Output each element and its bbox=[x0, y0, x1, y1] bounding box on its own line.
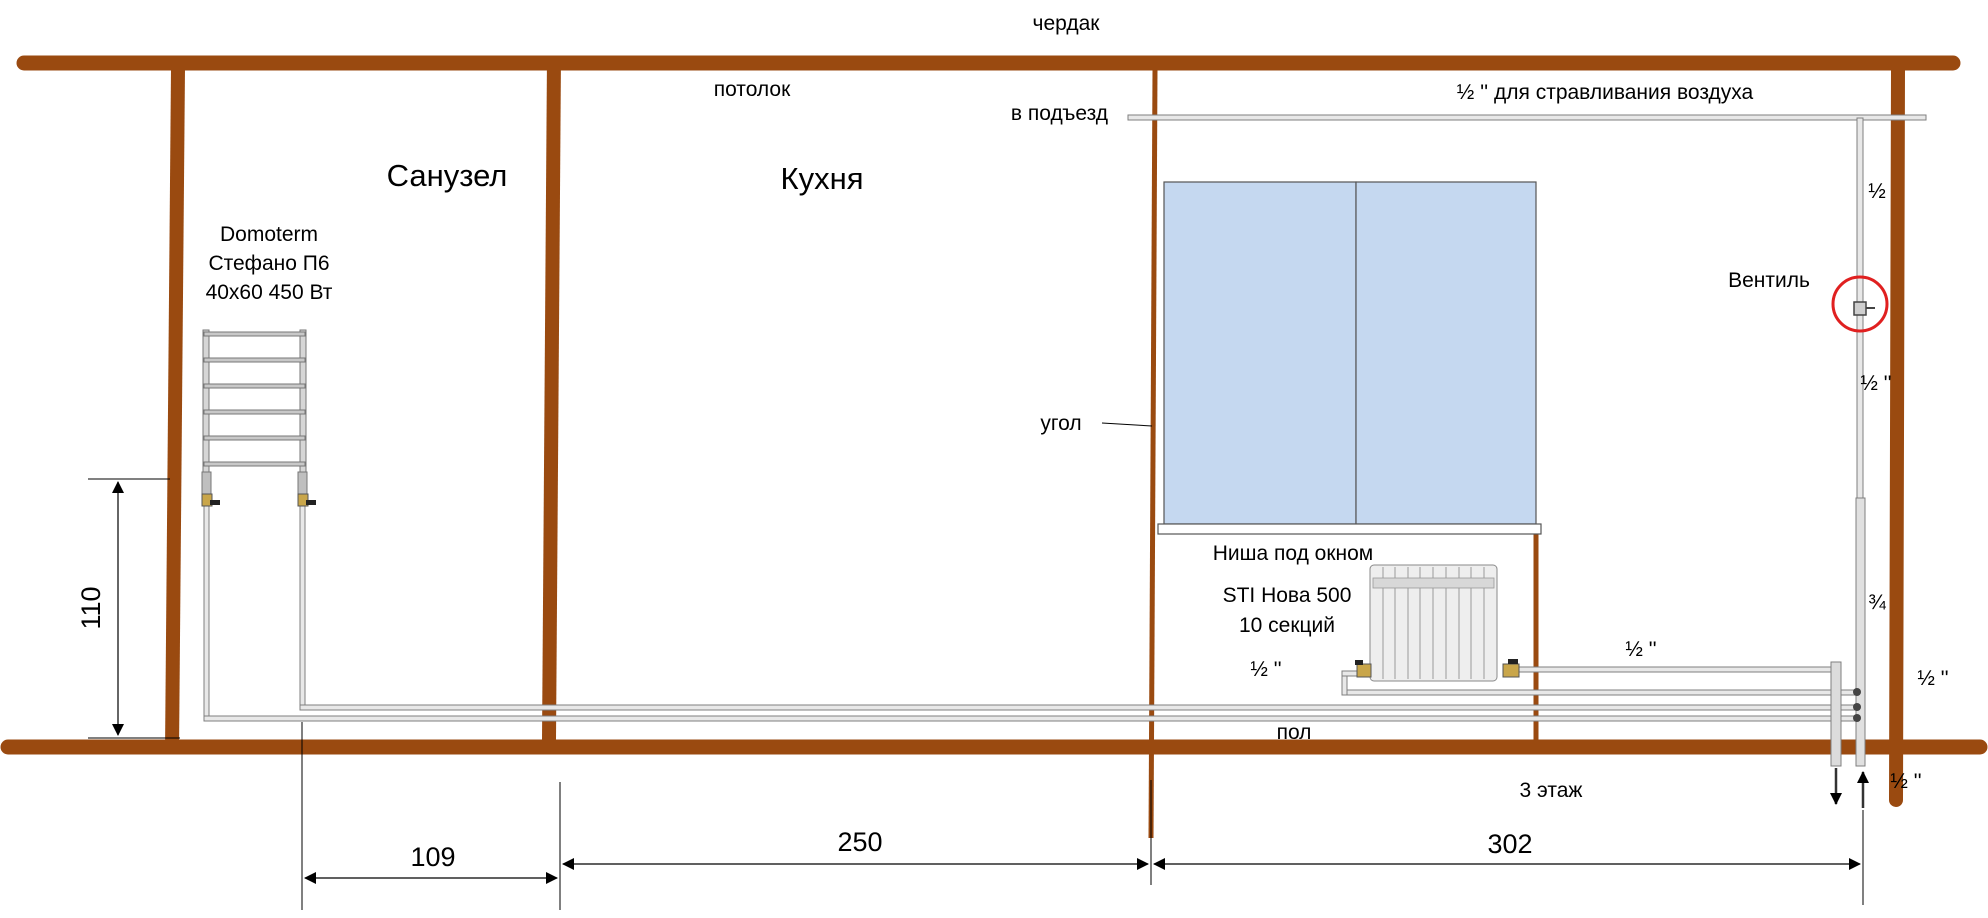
window-pane-left bbox=[1163, 181, 1357, 525]
attic-label: чердак bbox=[1033, 12, 1101, 35]
riser-top-size: ½ bbox=[1868, 180, 1886, 203]
radiator-valve-right bbox=[1502, 663, 1520, 678]
labels: чердак потолок в подъезд ½ '' для стравл… bbox=[76, 12, 1949, 872]
window bbox=[1157, 181, 1542, 535]
dim-d3-value: 302 bbox=[1487, 829, 1532, 859]
radiator-right-pipe-size: ½ '' bbox=[1625, 638, 1656, 661]
valve-label: Вентиль bbox=[1728, 269, 1810, 292]
bathroom-title: Санузел bbox=[387, 158, 508, 193]
right-wall bbox=[1889, 61, 1905, 807]
dim-height-value: 110 bbox=[76, 586, 106, 629]
kitchen-corner-wall bbox=[1148, 69, 1158, 839]
dimensions bbox=[88, 478, 1864, 910]
floor-label: пол bbox=[1277, 721, 1312, 744]
air-release-pipe bbox=[1127, 114, 1927, 121]
ceiling-label: потолок bbox=[714, 78, 791, 101]
window-sill bbox=[1157, 523, 1542, 535]
radiator-left-pipe-size: ½ '' bbox=[1250, 658, 1281, 681]
bottom-right-size: ½ '' bbox=[1890, 770, 1921, 793]
radiator-return-pipe bbox=[1341, 689, 1859, 696]
left-wall bbox=[165, 67, 185, 753]
radiator-supply-pipe bbox=[1517, 666, 1837, 673]
towel-rail-spec: 40х60 450 Вт bbox=[206, 281, 333, 304]
dim-d1-value: 109 bbox=[410, 842, 455, 872]
bath-kitchen-wall bbox=[542, 55, 561, 741]
window-pane-right bbox=[1355, 181, 1537, 525]
towel-pipe-right-vertical bbox=[299, 499, 306, 709]
radiator-sections-label: 10 секций bbox=[1239, 614, 1335, 637]
corner-label: угол bbox=[1040, 412, 1081, 435]
collector bbox=[1830, 661, 1842, 767]
niche-label: Ниша под окном bbox=[1213, 542, 1374, 565]
towel-rail-brand: Domoterm bbox=[220, 223, 318, 246]
pipes bbox=[203, 114, 1927, 767]
dim-d2-value: 250 bbox=[837, 827, 882, 857]
beams bbox=[0, 55, 1988, 839]
riser-mid-size: ½ '' bbox=[1860, 372, 1891, 395]
radiator bbox=[1355, 564, 1520, 682]
tee-1 bbox=[1853, 688, 1861, 696]
corner-leader bbox=[1101, 422, 1153, 427]
kitchen-title: Кухня bbox=[781, 161, 864, 196]
towel-pipe-left-vertical bbox=[203, 499, 210, 721]
towel-rail-model: Стефано П6 bbox=[208, 252, 329, 275]
radiator-model-label: STI Нова 500 bbox=[1223, 584, 1352, 607]
valve-highlight-circle bbox=[1831, 275, 1889, 333]
radiator-valve-left bbox=[1356, 663, 1372, 678]
floor-level-label: 3 этаж bbox=[1520, 779, 1583, 802]
riser-valve bbox=[1831, 275, 1889, 333]
towel-return-pipe bbox=[203, 715, 1859, 722]
right-pipe-size: ½ '' bbox=[1917, 667, 1948, 690]
riser-low-size: ¾ bbox=[1868, 591, 1886, 614]
air-release-label: ½ '' для стравливания воздуха bbox=[1457, 81, 1754, 104]
tee-3 bbox=[1853, 714, 1861, 722]
flow-arrows bbox=[1830, 768, 1869, 808]
towel-supply-pipe bbox=[299, 704, 1859, 711]
riser-lower bbox=[1855, 497, 1866, 767]
towel-rail bbox=[201, 329, 316, 507]
tee-2 bbox=[1853, 703, 1861, 711]
to-entrance-label: в подъезд bbox=[1011, 102, 1108, 125]
